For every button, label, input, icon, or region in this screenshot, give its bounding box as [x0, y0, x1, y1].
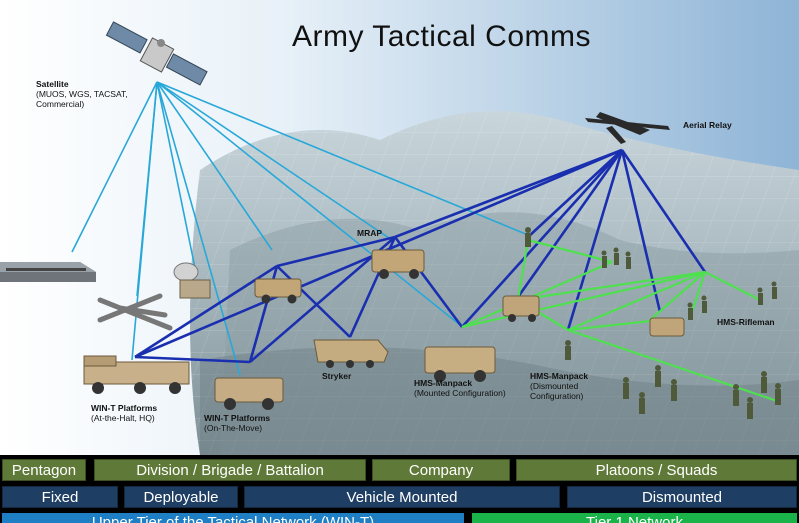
soldier-icon [525, 227, 531, 247]
wint-halt-label: WIN-T Platforms (At-the-Halt, HQ) [91, 403, 158, 423]
wint-link-1 [134, 264, 278, 359]
sat-link-7 [156, 81, 461, 326]
soldier-icon [771, 281, 777, 299]
soldier-icon [757, 287, 763, 305]
wint-link-15 [620, 149, 662, 313]
mobility-fixed: Fixed [2, 486, 118, 508]
soldier-icon [733, 384, 739, 406]
fixed-building-icon [0, 262, 96, 282]
wint-link-2 [134, 355, 251, 364]
hms-manpack-mounted-label: HMS-Manpack (Mounted Configuration) [414, 378, 506, 398]
mobility-deployable: Deployable [124, 486, 238, 508]
wint-halt-truck-icon [83, 355, 190, 394]
t1-link-8 [567, 318, 661, 332]
sat-link-9 [156, 81, 241, 376]
mrap-label: MRAP [357, 228, 383, 238]
wint-link-5 [276, 265, 351, 338]
hms-manpack-dismounted-label: HMS-Manpack (Dismounted Configuration) [530, 371, 589, 401]
t1-link-11 [649, 271, 706, 321]
soldier-icon [655, 365, 661, 387]
soldier-icon [623, 377, 629, 399]
hms-rifleman-label: HMS-Rifleman [717, 317, 775, 327]
soldier-icon [613, 247, 619, 265]
satellite-label: Satellite (MUOS, WGS, TACSAT, Commercial… [36, 79, 128, 109]
tier-upper-wint: Upper Tier of the Tactical Network (WIN-… [2, 513, 464, 523]
soldier-icon [565, 340, 571, 360]
sat-link-1 [71, 81, 158, 253]
soldier-icon [639, 392, 645, 414]
terrain-foreground [200, 347, 799, 455]
sat-link-6 [156, 81, 393, 241]
satellite-name: Satellite [36, 79, 69, 89]
hms-manpack-mounted-vehicle-icon [424, 346, 496, 382]
aerial-relay-icon [585, 112, 670, 144]
t1-link-2 [516, 239, 530, 301]
t1-link-3 [461, 260, 613, 329]
soldier-icon [761, 371, 767, 393]
wint-link-8 [394, 148, 623, 239]
tier1-links [461, 238, 781, 404]
wint-link-10 [461, 149, 623, 328]
t1-link-1 [527, 238, 613, 264]
satellite-dish-terminal-icon [173, 262, 211, 299]
rifleman-vehicle-icon [649, 317, 685, 337]
t1-link-4 [461, 270, 706, 329]
satellite-detail-1: (MUOS, WGS, TACSAT, [36, 89, 128, 99]
wint-link-16 [620, 149, 707, 273]
soldier-icon [775, 383, 781, 405]
tier-1-network: Tier 1 Network [472, 513, 797, 523]
t1-link-10 [704, 271, 761, 301]
t1-link-7 [567, 270, 706, 332]
wint-link-4 [276, 235, 396, 268]
t1-link-9 [567, 328, 781, 404]
satellite-links [71, 81, 529, 376]
stryker-label: Stryker [322, 371, 352, 381]
sat-link-5 [156, 81, 273, 251]
soldier-icon [625, 251, 631, 269]
soldier-icon [701, 295, 707, 313]
satellite-icon [105, 21, 208, 86]
soldier-icon [687, 302, 693, 320]
echelon-platoons-squads: Platoons / Squads [516, 459, 797, 481]
squad-vehicle-icon [502, 295, 540, 322]
deployable-antenna-array-icon [97, 293, 173, 331]
aerial-relay-label: Aerial Relay [683, 120, 732, 130]
soldier-icon [747, 397, 753, 419]
satellite-detail-2: Commercial) [36, 99, 85, 109]
soldier-icon [671, 379, 677, 401]
wint-link-13 [516, 149, 624, 298]
mobility-vehicle-mounted: Vehicle Mounted [244, 486, 560, 508]
wint-move-vehicle-icon [214, 377, 284, 410]
t1-link-5 [517, 270, 706, 302]
echelon-pentagon: Pentagon [2, 459, 86, 481]
soldier-icon [601, 250, 607, 268]
echelon-division-brigade-battalion: Division / Brigade / Battalion [94, 459, 366, 481]
humvee-icon [254, 278, 302, 304]
mrap-vehicle-icon [371, 249, 425, 279]
wint-move-label: WIN-T Platforms (On-The-Move) [204, 413, 271, 433]
soldier-figures [525, 227, 781, 419]
wint-link-12 [527, 149, 623, 238]
network-diagram [0, 0, 799, 455]
echelon-company: Company [372, 459, 510, 481]
sat-link-3 [156, 81, 196, 269]
stryker-vehicle-icon [313, 339, 389, 368]
mobility-dismounted: Dismounted [567, 486, 797, 508]
page-title: Army Tactical Comms [292, 20, 591, 53]
